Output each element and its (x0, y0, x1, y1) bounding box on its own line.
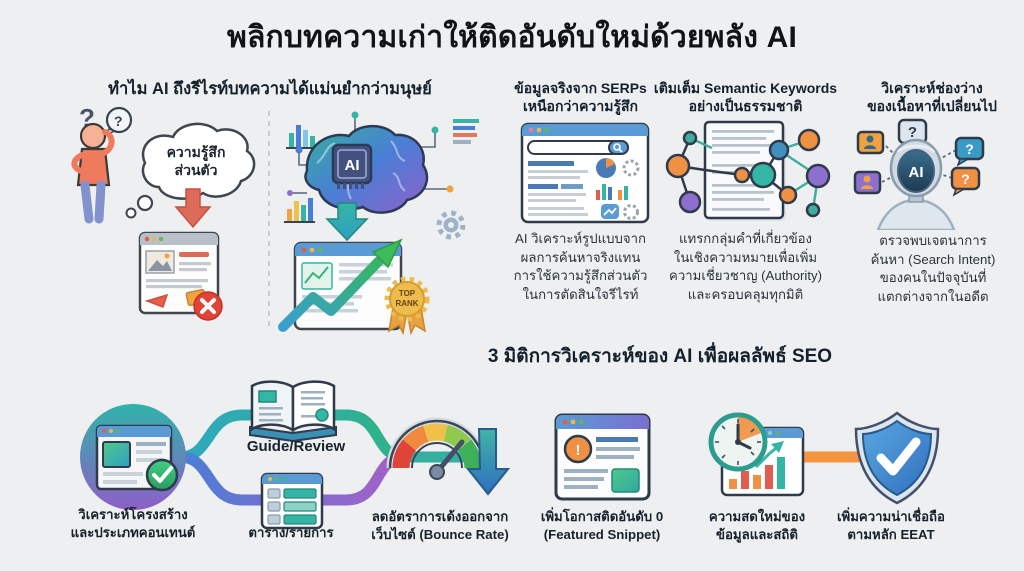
column-heading-serps: ข้อมูลจริงจาก SERPs เหนือกว่าความรู้สึก (514, 80, 647, 115)
bad-article-page-icon (138, 231, 223, 321)
down-arrow-red-icon (174, 188, 212, 229)
content-structure-icon (80, 404, 186, 510)
ai-chip-label: AI (345, 157, 360, 174)
chat-bubble-user-icon (853, 170, 882, 195)
top-rank-badge-icon: TOP RANK (384, 276, 430, 335)
check-icon (145, 458, 179, 492)
svg-text:?: ? (908, 124, 917, 141)
robot-face-label: AI (909, 164, 924, 181)
guide-review-book-icon (249, 380, 337, 443)
eeat-shield-icon (854, 411, 940, 505)
flow-label-guide-review: Guide/Review (246, 438, 346, 455)
flow-label-table-list: ตาราง/รายการ (248, 525, 334, 540)
column-heading-semantic: เติมเต็ม Semantic Keywords อย่างเป็นธรรม… (653, 80, 838, 115)
ai-robot-icon: ? ? ? AI (853, 118, 985, 230)
gear-icon (436, 210, 466, 240)
gear-icon (622, 159, 640, 177)
thought-cloud-icon: ความรู้สึก ส่วนตัว (125, 122, 256, 219)
flow-label-freshness: ความสดใหม่ของ ข้อมูลและสถิติ (708, 509, 806, 542)
serp-browser-icon (520, 122, 650, 224)
cloud-text-line2: ส่วนตัว (175, 162, 218, 178)
table-list-icon (260, 472, 324, 530)
page-title: พลิกบทความเก่าให้ติดอันดับใหม่ด้วยพลัง A… (226, 21, 798, 54)
column-heading-gap: วิเคราะห์ช่องว่าง ของเนื้อหาที่เปลี่ยนไป (867, 80, 997, 115)
bounce-rate-gauge-icon (386, 417, 511, 496)
column-body-gap: ตรวจพบเจตนาการ ค้นหา (Search Intent) ของ… (870, 233, 996, 305)
top-rank-page-icon: TOP RANK (278, 238, 430, 335)
badge-text-line2: RANK (395, 299, 418, 308)
chat-bubble-user-icon (856, 130, 885, 155)
freshness-stats-icon (708, 412, 805, 497)
flow-label-structure: วิเคราะห์โครงสร้าง และประเภทคอนเทนต์ (70, 507, 196, 540)
confused-person-icon: ? ? (71, 103, 133, 224)
column-body-semantic: แทรกกลุ่มคำที่เกี่ยวข้อง ในเชิงความหมายเ… (669, 231, 822, 303)
svg-text:?: ? (965, 141, 974, 157)
flow-label-eeat: เพิ่มความน่าเชื่อถือ ตามหลัก EEAT (837, 509, 945, 542)
why-ai-heading: ทำไม AI ถึงรีไรท์บทความได้แม่นยำกว่ามนุษ… (108, 80, 432, 98)
ai-brain-icon: AI (284, 111, 479, 242)
flow-label-featured-snippet: เพิ่มโอกาสติดอันดับ 0 (Featured Snippet) (540, 509, 664, 542)
svg-text:?: ? (961, 171, 970, 187)
seo-flow-diagram: ! (80, 380, 940, 530)
why-ai-illustration: ? ? ความรู้สึก ส่วนตัว (71, 103, 479, 335)
clock-icon (708, 412, 768, 472)
question-mark: ? (114, 113, 123, 129)
list-deco-icon (453, 119, 479, 144)
exclamation-mark: ! (576, 442, 581, 459)
flow-label-bounce-rate: ลดอัตราการเด้งออกจาก เว็บไซต์ (Bounce Ra… (371, 509, 509, 542)
semantic-network-icon (665, 120, 831, 221)
bar-chart-deco-icon (286, 125, 317, 149)
badge-text-line1: TOP (399, 289, 416, 298)
cloud-text-line1: ความรู้สึก (167, 144, 226, 161)
gear-icon (623, 204, 639, 220)
bar-chart-icon (596, 184, 628, 200)
down-arrow-blue-icon (465, 428, 511, 496)
network-nodes (665, 128, 831, 218)
column-body-serps: AI วิเคราะห์รูปแบบจาก ผลการค้นหาจริงแทน … (513, 231, 648, 303)
down-arrow-teal-icon (325, 202, 369, 242)
chat-bubble-question-icon: ? (950, 166, 981, 197)
bar-chart-deco-icon (284, 198, 315, 223)
growth-arrow-icon (278, 256, 384, 332)
dimensions-heading: 3 มิติการวิเคราะห์ของ AI เพื่อผลลัพธ์ SE… (487, 346, 833, 367)
search-icon (608, 140, 629, 155)
chat-bubble-question-icon: ? (954, 136, 985, 167)
featured-snippet-icon: ! (554, 413, 651, 501)
